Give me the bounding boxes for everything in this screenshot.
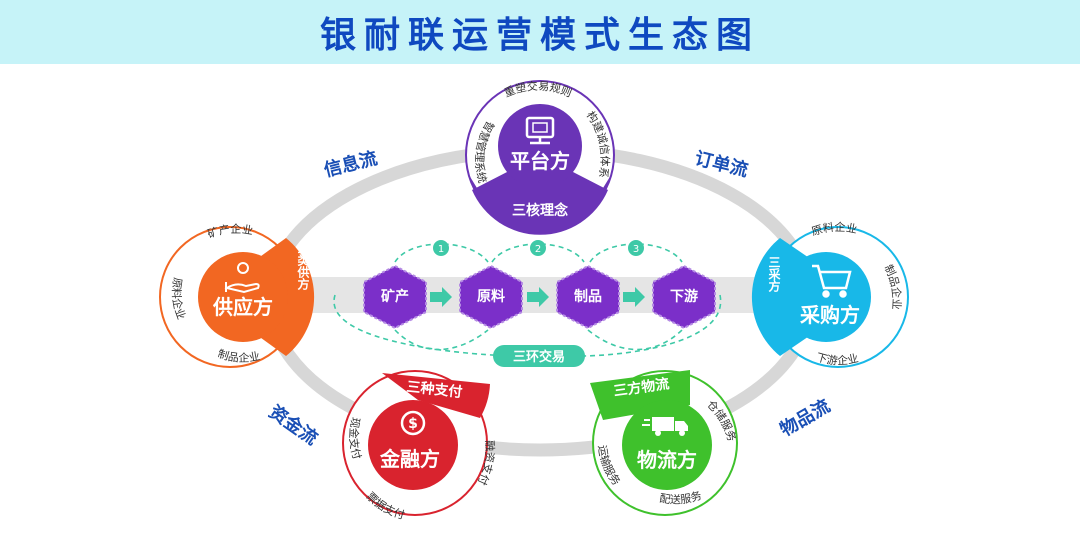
monitor-icon xyxy=(525,116,555,145)
goods-flow-label: 物品流 xyxy=(776,395,834,441)
supplier-tag: 三类供方 xyxy=(296,242,310,291)
platform-tag: 三核理念 xyxy=(512,202,569,219)
finance-item-0: 现金支付 xyxy=(347,416,364,461)
buyer-node: 原料企业 制品企业 下游企业 采购方 三采方 xyxy=(751,220,909,368)
supplier-item-2: 制品企业 xyxy=(216,347,261,364)
platform-item-0: 重塑交易规则 xyxy=(502,79,574,100)
logistics-node: 仓储服务 配送服务 运输服务 物流方 三方物流 xyxy=(590,370,738,516)
svg-text:原料: 原料 xyxy=(477,288,505,305)
shopping-cart-icon xyxy=(812,264,852,298)
svg-text:$: $ xyxy=(408,416,418,432)
chain-step-ore: 矿产 xyxy=(363,264,427,330)
supplier-node: 矿产企业 原料企业 制品企业 供应方 三类供方 xyxy=(159,222,315,368)
platform-name: 平台方 xyxy=(510,149,570,173)
delivery-truck-icon xyxy=(642,417,688,436)
svg-text:1: 1 xyxy=(438,244,444,255)
step-number-1: 1 xyxy=(433,240,449,256)
svg-text:下游: 下游 xyxy=(670,288,698,305)
chain-step-material: 原料 xyxy=(459,264,523,330)
supplier-name: 供应方 xyxy=(212,295,273,319)
loop-trade-badge xyxy=(493,345,585,367)
svg-text:3: 3 xyxy=(633,244,639,255)
step-number-2: 2 xyxy=(530,240,546,256)
step-number-3: 3 xyxy=(628,240,644,256)
buyer-tag: 三采方 xyxy=(767,256,781,293)
finance-node: 现金支付 融资支付 票据支付 $ 金融方 三种支付 xyxy=(342,370,496,522)
page-title: 银耐联运营模式生态图 xyxy=(319,15,760,56)
svg-text:2: 2 xyxy=(535,244,541,255)
logistics-item-1: 配送服务 xyxy=(659,489,704,507)
svg-text:制品: 制品 xyxy=(574,288,602,305)
svg-text:矿产: 矿产 xyxy=(381,288,409,305)
chain-arrows xyxy=(430,287,645,307)
chain-step-product: 制品 xyxy=(556,264,620,330)
chain-step-downstream: 下游 xyxy=(652,264,716,330)
title-banner xyxy=(0,0,1080,64)
capital-flow-label: 资金流 xyxy=(265,401,322,450)
buyer-name: 采购方 xyxy=(800,303,860,327)
loop-trade-label: 三环交易 xyxy=(513,349,565,365)
logistics-name: 物流方 xyxy=(637,448,697,472)
buyer-item-2: 下游企业 xyxy=(815,351,860,368)
hand-person-icon xyxy=(224,262,260,294)
dollar-coin-icon: $ xyxy=(400,410,426,436)
platform-node: 重塑交易规则 构建诚信体系 智慧管理系统 平台方 三核理念 xyxy=(465,79,615,235)
finance-name: 金融方 xyxy=(379,447,440,471)
finance-tag: 三种支付 xyxy=(406,378,463,401)
